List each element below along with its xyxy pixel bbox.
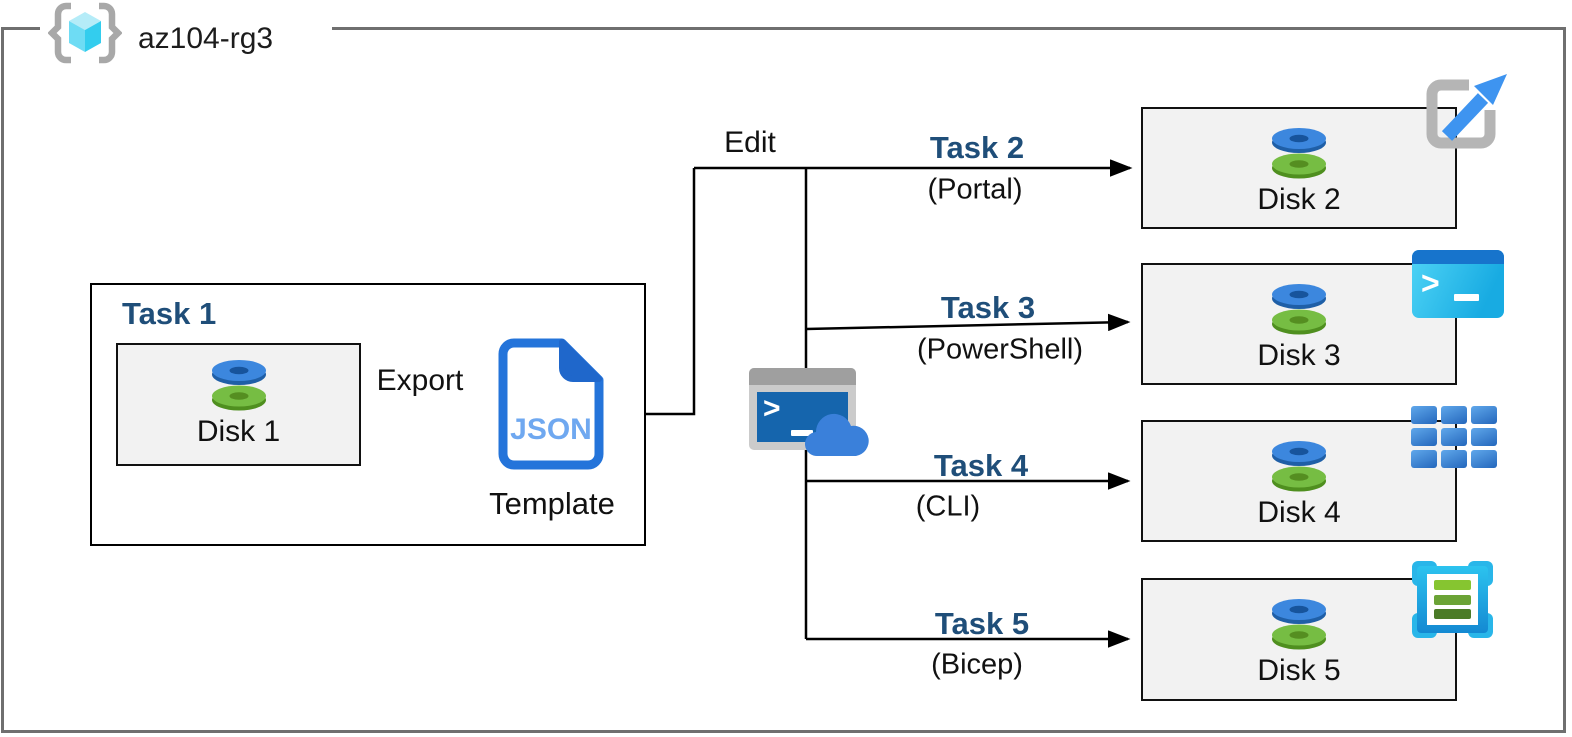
task1-title: Task 1 [122,296,217,331]
disk-icon [1272,284,1326,335]
cloud-shell-titlebar [749,368,856,385]
disk5-label: Disk 5 [1257,654,1341,687]
disk2-label: Disk 2 [1257,183,1341,216]
disk5-box: Disk 5 [1141,578,1457,701]
disk4-box: Disk 4 [1141,420,1457,542]
task3-method-label: (PowerShell) [917,333,1083,366]
bicep-bar [1434,594,1471,605]
json-template-icon: JSON [498,338,604,470]
disk3-label: Disk 3 [1257,339,1341,372]
cli-grid-cell [1441,428,1467,446]
disk2-box: Disk 2 [1141,107,1457,229]
disk-icon [1272,599,1326,650]
resource-group-name: az104-rg3 [138,22,274,55]
bicep-bar [1434,609,1471,619]
edit-label: Edit [724,126,776,159]
powershell-prompt-chevron: > [1421,265,1440,301]
disk1-label: Disk 1 [196,415,281,448]
task3-label: Task 3 [940,290,1036,325]
cloud-shell-prompt-underscore [791,430,813,436]
disk3-box: Disk 3 [1141,263,1457,385]
resource-group-icon [48,2,122,64]
disk-icon [211,360,266,411]
export-label: Export [376,364,464,397]
resource-group-frame [1,27,1566,733]
powershell-prompt-underscore [1454,294,1479,301]
cloud-shell-icon: > [749,368,869,458]
task4-method-label: (CLI) [915,490,981,523]
task2-label: Task 2 [929,130,1025,165]
cli-grid-cell [1471,450,1497,468]
task4-label: Task 4 [933,448,1029,483]
bicep-template-icon [1412,561,1493,638]
cli-grid-cell [1441,406,1467,424]
disk-icon [1272,128,1326,179]
disk1-box: Disk 1 [116,343,361,466]
bicep-bar [1434,580,1471,590]
task5-label: Task 5 [934,606,1030,641]
cli-grid-cell [1441,450,1467,468]
cli-grid-cell [1411,428,1437,446]
json-icon-text: JSON [510,413,592,446]
disk4-label: Disk 4 [1257,496,1341,529]
task5-method-label: (Bicep) [931,648,1023,681]
cli-grid-cell [1471,406,1497,424]
powershell-icon: > [1412,250,1504,318]
cloud-icon [805,413,869,457]
task2-method-label: (Portal) [927,173,1023,206]
cli-grid-cell [1411,406,1437,424]
cli-grid-cell [1471,428,1497,446]
azure-portal-icon [1426,74,1507,149]
cloud-shell-prompt-chevron: > [763,392,781,425]
powershell-titlebar [1412,250,1504,264]
azure-cli-icon [1411,406,1497,468]
template-label: Template [489,486,615,521]
cli-grid-cell [1411,450,1437,468]
disk-icon [1272,441,1326,492]
